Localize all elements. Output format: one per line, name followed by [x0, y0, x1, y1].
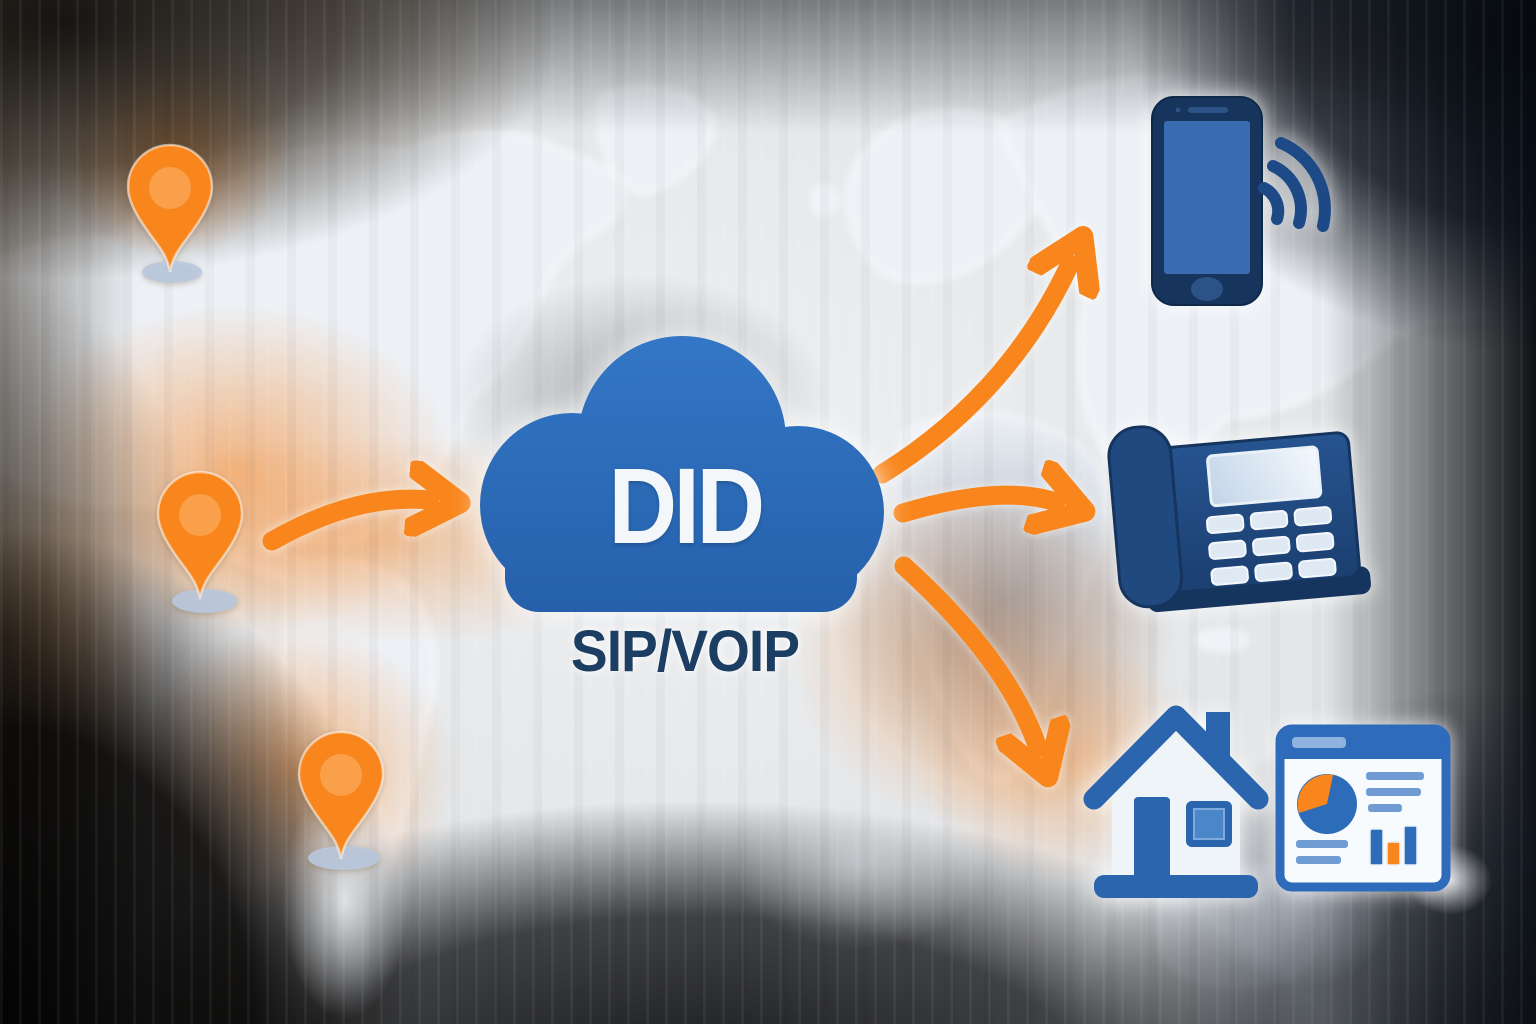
- smartphone-screen: [1164, 121, 1250, 274]
- signal-waves-icon: [1258, 137, 1331, 232]
- desk-phone-keypad: [1205, 506, 1337, 586]
- arrow-cloud-to-desk-phone: [893, 495, 1056, 513]
- house-foundation: [1094, 875, 1258, 898]
- pin-inner-circle: [149, 167, 191, 209]
- arrow-cloud-to-house: [894, 556, 1038, 748]
- pin-inner-circle: [179, 494, 221, 536]
- dashboard-text-lines: [1296, 772, 1424, 864]
- location-pin-icon: [126, 143, 214, 273]
- cloud-subtitle: SIP/VOIP: [570, 619, 800, 684]
- arrow-pin-to-cloud: [262, 499, 430, 551]
- desk-phone-icon: [1107, 425, 1371, 613]
- pin-shadow: [172, 589, 238, 613]
- house-door: [1134, 797, 1170, 882]
- location-pin-icon: [297, 730, 385, 860]
- dashboard-bar-chart: [1369, 825, 1418, 866]
- pin-shadow: [308, 846, 380, 870]
- cloud-shape: [480, 336, 884, 612]
- smartphone-speaker: [1188, 107, 1228, 113]
- house-icon: [1083, 705, 1269, 898]
- cloud-title: DID: [608, 445, 765, 566]
- analytics-dashboard-icon: [1275, 724, 1451, 892]
- smartphone-home-button: [1191, 277, 1223, 301]
- dashboard-titlebar: [1280, 729, 1446, 759]
- pin-inner-circle: [320, 754, 362, 796]
- arrow-cloud-to-smartphone: [872, 264, 1070, 484]
- pin-shadow: [142, 261, 202, 283]
- smartphone-camera-dot: [1175, 107, 1181, 113]
- dashboard-pie-slice: [1297, 774, 1333, 813]
- house-window-pane: [1193, 808, 1225, 840]
- dashboard-titlebar-pill: [1292, 737, 1346, 748]
- desk-phone-display: [1206, 445, 1323, 508]
- desk-phone-handset: [1107, 425, 1184, 609]
- smartphone-icon: [1151, 96, 1263, 306]
- house-roof: [1083, 705, 1269, 810]
- location-pin-icon: [156, 470, 244, 600]
